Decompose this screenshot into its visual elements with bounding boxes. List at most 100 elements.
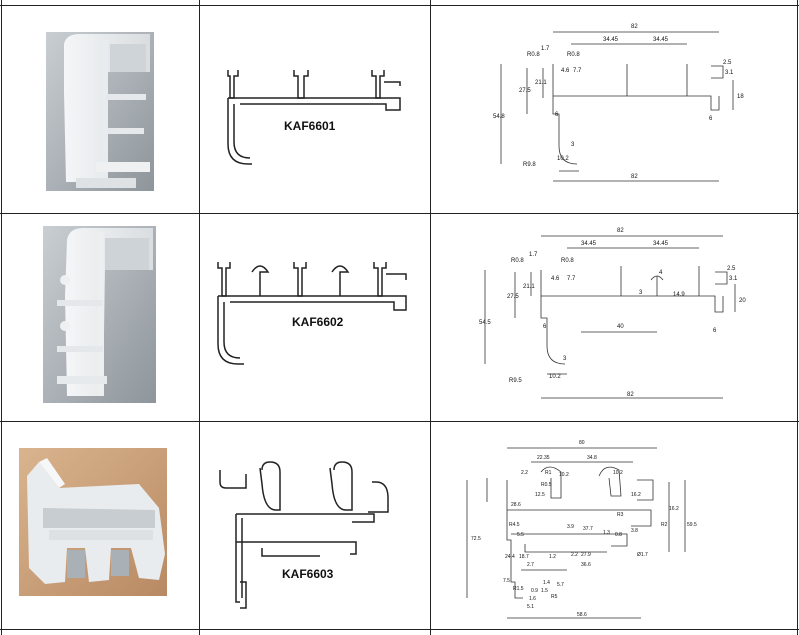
dim-right-b: 3.1 [725,70,734,76]
row-divider-2 [0,421,799,422]
dim-v117: Ø1.7 [637,552,648,558]
dim-gap-left: 34.45 [581,241,597,247]
row-divider-1 [0,213,799,214]
dim-v13: 1.3 [603,530,610,536]
dim-v14: 1.4 [543,580,550,586]
dim-wall-left: 6 [543,324,547,330]
dim-right-a: 2.5 [723,60,732,66]
dim-height-total: 54.5 [479,320,491,326]
dim-base-width: 10.2 [549,374,561,380]
column-divider-1 [199,0,200,635]
dim-lip: 1.7 [541,46,550,52]
technical-drawing-kaf6603: 80 22.35 34.8 2.2 R1 10.2 10.2 28.6 12.5… [466,440,697,619]
dim-width: 80 [579,440,585,446]
dim-slot-b: 7.7 [573,68,582,74]
dim-r15: R1.5 [513,586,524,592]
dim-slot-a: 4.6 [561,68,570,74]
dim-hook: 3 [563,356,567,362]
row-3-drawing-cell: 80 22.35 34.8 2.2 R1 10.2 10.2 28.6 12.5… [431,422,797,629]
dim-v22: 2.2 [571,552,578,558]
row-2-profile-cell: KAF6602 [200,214,430,421]
dim-height-right-2: 16.2 [669,506,679,512]
profile-code-label: KAF6603 [282,567,334,581]
dim-left-a: 2.2 [521,470,528,476]
dim-height-total: 72.5 [471,536,481,542]
dim-v39: 3.9 [567,524,574,530]
dim-v55: 5.5 [517,532,524,538]
dim-width: 82 [617,228,624,234]
dim-lip: 1.7 [529,252,538,258]
dim-wall-right: 6 [713,328,717,334]
dim-radius-bottom: R9.8 [523,162,536,168]
dim-bottom: 58.6 [577,612,587,618]
profile-section-kaf6602: KAF6602 [217,262,407,365]
dim-r5: R5 [551,594,558,600]
dim-v279: 27.9 [581,552,591,558]
row-divider-top [0,5,799,6]
dim-wall-left: 6 [555,112,559,118]
dim-height-inner: 12.5 [535,492,545,498]
row-3-profile-cell: KAF6603 [200,422,430,629]
dim-knob-a: 3 [639,290,643,296]
dim-knob-height: 14.9 [673,292,685,298]
dim-v244: 24.4 [505,554,515,560]
dim-v377: 37.7 [583,526,593,532]
row-1-drawing-cell: 82 34.45 34.45 R0.8 1.7 R0.8 4.6 7.7 54.… [431,6,797,213]
dim-radius-top: R0.8 [561,258,574,264]
dim-r1: R1 [545,470,552,476]
technical-drawing-kaf6602: 82 34.45 34.45 R0.8 1.7 R0.8 4.6 7.7 3 4… [479,228,746,399]
dim-mid-width: 40 [617,324,624,330]
dim-top-a: 22.35 [537,455,550,461]
dim-gap-left: 34.45 [603,37,619,43]
row-1-photo-cell [2,6,199,213]
dim-v187: 18.7 [519,554,529,560]
profile-section-kaf6603: KAF6603 [219,461,389,609]
row-divider-bottom [0,629,799,630]
dim-top-b: 34.8 [587,455,597,461]
row-2-drawing-cell: 82 34.45 34.45 R0.8 1.7 R0.8 4.6 7.7 3 4… [431,214,797,421]
dim-bottom-width: 82 [627,392,634,398]
dim-height-inner: 27.5 [507,294,519,300]
dim-bottom-width: 82 [631,174,638,180]
dim-base-width: 10.2 [557,156,569,162]
dim-r45: R4.5 [509,522,520,528]
profile-photo-kaf6601 [46,32,154,191]
dim-right-a: 2.5 [727,266,736,272]
dim-gap-right: 34.45 [653,241,669,247]
dim-right-b: 3.1 [729,276,738,282]
row-1-profile-cell: KAF6601 [200,6,430,213]
dim-width: 82 [631,24,638,30]
dim-slot-b: 7.7 [567,276,576,282]
dim-radius-top-left: R0.8 [511,258,524,264]
dim-v38: 3.8 [631,528,638,534]
dim-knob-b: 4 [659,270,663,276]
profile-photo-kaf6602 [43,226,156,403]
dim-d-right-top: 10.2 [613,470,623,476]
dim-r2: R2 [661,522,668,528]
dim-height-right: 16.2 [631,492,641,498]
dim-wall-right: 6 [709,116,713,122]
dim-r3: R3 [617,512,624,518]
dim-height-slot: 21.1 [523,284,535,290]
dim-right-height: 18 [737,94,744,100]
dim-height-slot: 21.1 [535,80,547,86]
row-3-photo-cell [2,422,199,629]
dim-height-inner: 27.5 [519,88,531,94]
dim-height-side: 28.6 [511,502,521,508]
dim-radius-bottom: R9.5 [509,378,522,384]
dim-v08: 0.8 [615,532,622,538]
dim-v12: 1.2 [549,554,556,560]
profile-photo-kaf6603 [19,448,167,596]
dim-v366: 36.6 [581,562,591,568]
dim-hook: 3 [571,142,575,148]
column-divider-2 [430,0,431,635]
row-2-photo-cell [2,214,199,421]
profile-code-label: KAF6602 [292,315,344,329]
dim-v75: 7.5 [503,578,510,584]
dim-slot-a: 4.6 [551,276,560,282]
dim-radius-top-left: R0.8 [527,52,540,58]
dim-v09: 0.9 [531,588,538,594]
dim-v15: 1.5 [541,588,548,594]
dim-v57: 5.7 [557,582,564,588]
